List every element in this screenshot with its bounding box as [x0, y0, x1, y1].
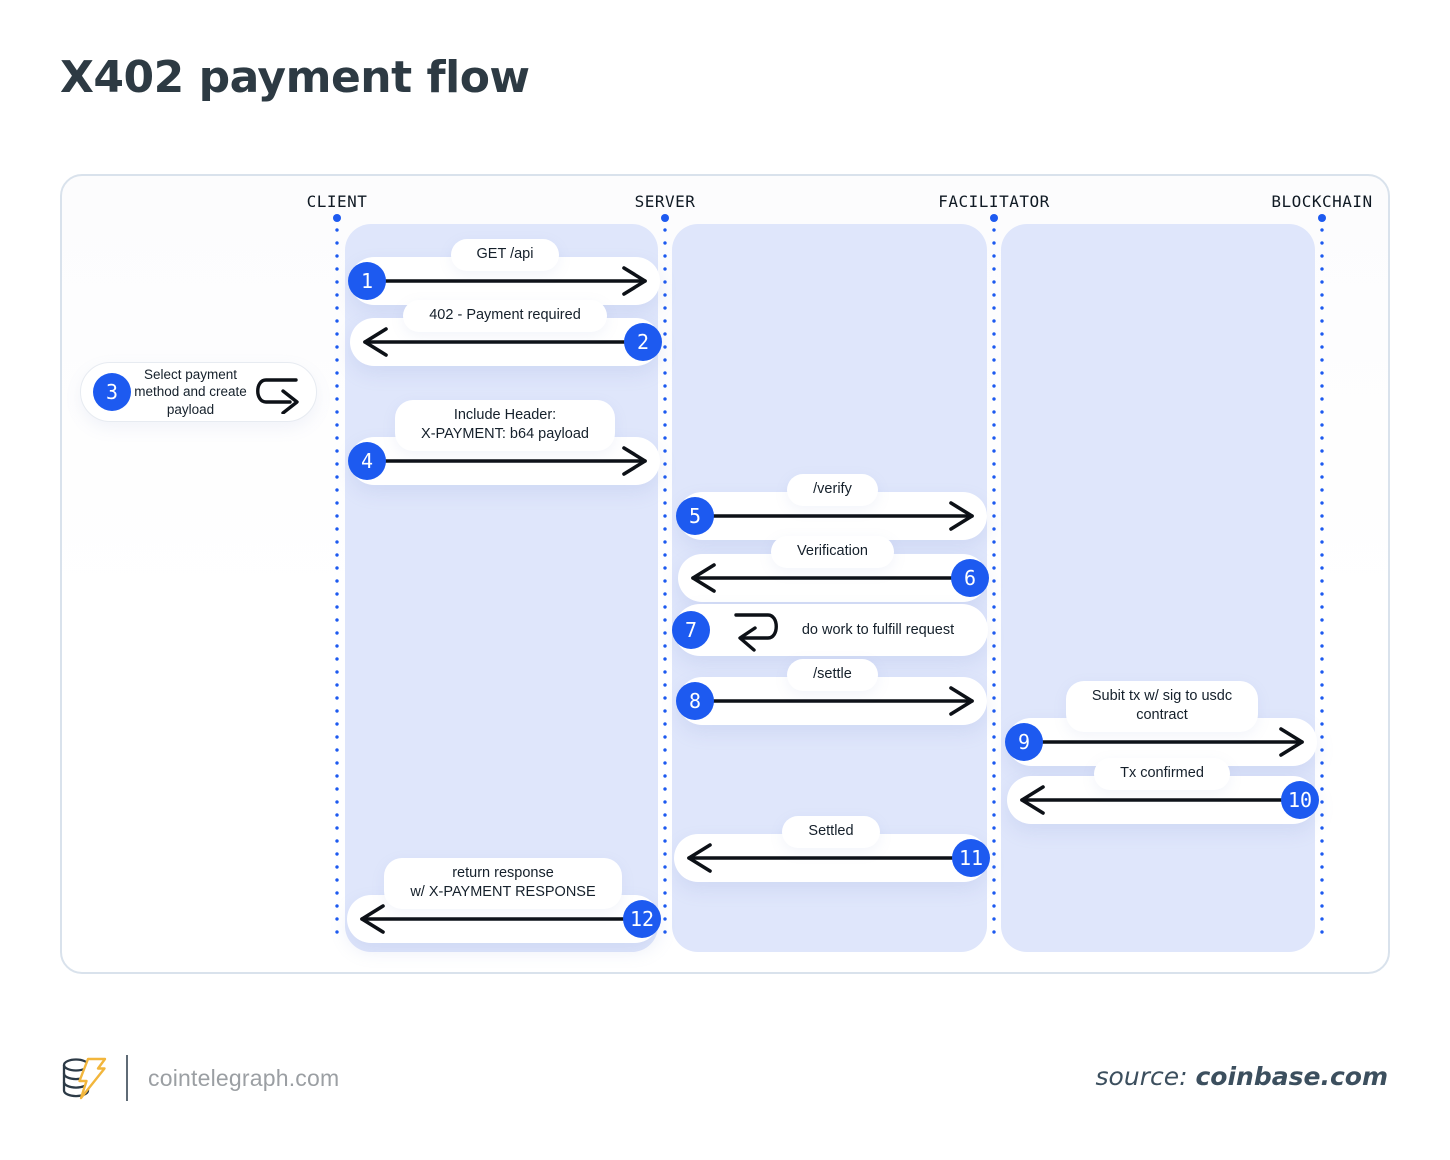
message-label: Include Header:X-PAYMENT: b64 payload [395, 400, 615, 452]
message-step-2: 402 - Payment required 2 [350, 300, 662, 367]
sequence-diagram-panel: CLIENT SERVER FACILITATOR BLOCKCHAIN 3 S… [60, 174, 1390, 974]
message-step-4: Include Header:X-PAYMENT: b64 payload 4 [348, 400, 660, 486]
step-number-badge: 9 [1005, 723, 1043, 762]
step-number-badge: 12 [623, 900, 661, 939]
message-label: /verify [787, 474, 878, 507]
message-arrow [687, 843, 968, 873]
step-number-badge: 4 [348, 442, 386, 481]
page-title: X402 payment flow [60, 52, 530, 103]
message-step-5: /verify 5 [676, 474, 987, 541]
message-arrow [1020, 785, 1297, 815]
message-label: 402 - Payment required [403, 300, 607, 333]
message-arrow [370, 266, 647, 296]
message-step-11: Settled 11 [674, 816, 990, 883]
step-number-badge: 8 [676, 682, 714, 721]
self-loop-icon [734, 613, 778, 652]
source-credit: source: coinbase.com [1096, 1062, 1388, 1091]
message-step-10: Tx confirmed 10 [1007, 758, 1319, 825]
client-action-label: Select payment method and create payload [134, 367, 247, 417]
lifeline-client [335, 228, 339, 934]
brand-site-name: cointelegraph.com [148, 1064, 340, 1091]
message-label: GET /api [450, 239, 560, 272]
lifeline-blockchain [1320, 228, 1324, 934]
client-action-note: 3 Select payment method and create paylo… [80, 362, 317, 422]
lifeline-dot-blockchain [1318, 214, 1326, 222]
message-arrow [1027, 727, 1304, 758]
source-name: coinbase.com [1195, 1062, 1388, 1091]
message-pill: do work to fulfill request 7 [672, 604, 988, 656]
message-arrow [698, 686, 974, 716]
lifeline-server [663, 228, 667, 934]
message-arrow [698, 501, 974, 531]
lifeline-dot-server [661, 214, 669, 222]
step-number-badge: 1 [348, 262, 386, 301]
message-label: Settled [782, 816, 880, 849]
lane-header-facilitator: FACILITATOR [938, 192, 1050, 211]
message-label: Tx confirmed [1094, 758, 1230, 791]
message-step-8: /settle 8 [676, 659, 987, 726]
message-step-7: do work to fulfill request 7 [672, 604, 988, 656]
brand-divider [126, 1055, 128, 1101]
lifeline-dot-client [333, 214, 341, 222]
step-number-badge: 3 [93, 373, 131, 411]
step-number-badge: 10 [1281, 781, 1319, 820]
message-label: /settle [787, 659, 878, 692]
lane-header-blockchain: BLOCKCHAIN [1271, 192, 1373, 211]
cointelegraph-logo-icon [62, 1057, 107, 1100]
message-step-6: Verification 6 [678, 536, 989, 603]
message-arrow [360, 904, 639, 935]
step-number-badge: 5 [676, 497, 714, 536]
step-number-badge: 6 [951, 559, 989, 598]
lifeline-dot-facilitator [990, 214, 998, 222]
message-label: do work to fulfill request [801, 622, 955, 638]
message-arrow [370, 446, 647, 477]
source-prefix: source: [1095, 1062, 1196, 1091]
message-label: Verification [771, 536, 894, 569]
step-number-badge: 2 [624, 323, 662, 362]
lifeline-facilitator [992, 228, 996, 934]
step-number-badge: 7 [672, 611, 710, 649]
step-number-badge: 11 [952, 839, 990, 878]
brand: cointelegraph.com [60, 1054, 339, 1102]
footer: cointelegraph.com source: coinbase.com [0, 1048, 1450, 1118]
message-step-1: GET /api 1 [348, 239, 660, 306]
message-pill: 6 [678, 554, 989, 603]
band-facilitator-blockchain [1001, 224, 1315, 952]
lane-header-server: SERVER [634, 192, 696, 211]
loop-right-icon [256, 378, 299, 414]
message-arrow [363, 327, 640, 357]
lane-header-client: CLIENT [306, 192, 368, 211]
message-arrow [691, 563, 967, 593]
